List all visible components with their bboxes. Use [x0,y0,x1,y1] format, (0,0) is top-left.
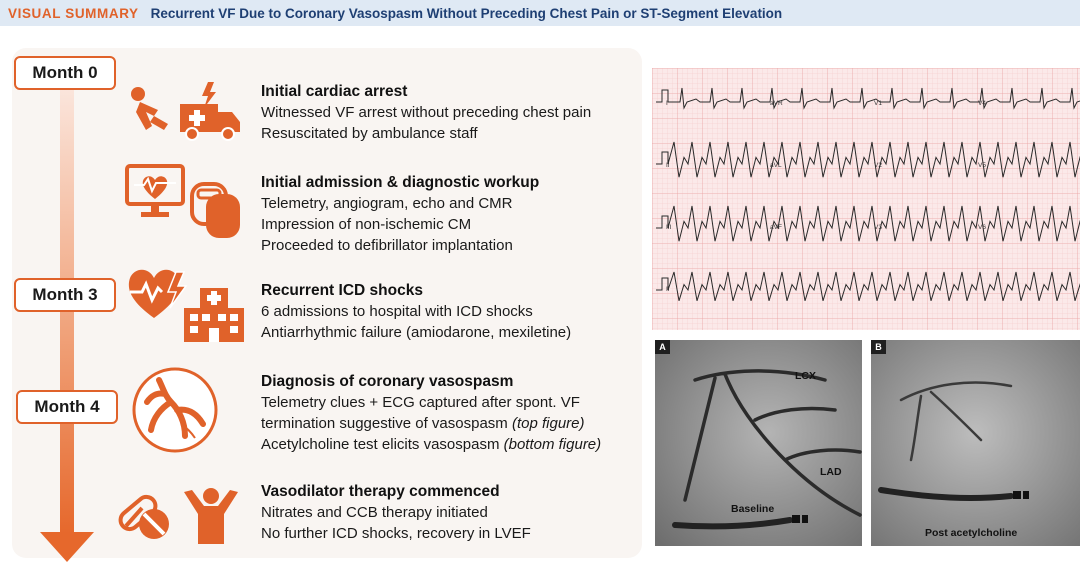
ecg-row-trace [656,87,1080,110]
header-bar: VISUAL SUMMARY Recurrent VF Due to Coron… [0,0,1080,26]
ecg-lead-label: V4 [978,100,986,107]
ecg-lead-label: V3 [874,224,882,231]
event-line: Acetylcholine test elicits vasospasm (bo… [261,436,602,453]
event-heading: Vasodilator therapy commenced [261,483,500,500]
angiogram-b-image [871,340,1080,546]
event-line: termination suggestive of vasospasm (top… [261,415,585,432]
ecg-lead-label: III [666,224,672,231]
ecg-row-trace [656,271,1080,301]
event-line: Proceeded to defibrillator implantation [261,237,513,254]
event-line: Antiarrhythmic failure (amiodarone, mexi… [261,324,572,341]
pills-icon [114,488,176,544]
ecg-lead-label: aVR [770,100,783,107]
event-heading: Diagnosis of coronary vasospasm [261,373,514,390]
event-line: Resuscitated by ambulance staff [261,125,478,142]
recovered-person-icon [178,486,244,546]
event-line: Telemetry clues + ECG captured after spo… [261,394,580,411]
event-initial-cardiac-arrest: Initial cardiac arrest Witnessed VF arre… [261,82,591,144]
post-acetylcholine-label: Post acetylcholine [925,527,1018,539]
ecg-lead-label: V2 [874,162,882,169]
panel-tag-a: A [655,340,670,354]
hospital-icon [182,284,246,344]
heart-monitor-icon [124,163,186,221]
ecg-lead-label: I [666,100,668,107]
event-heading: Recurrent ICD shocks [261,282,423,299]
month-4-label: Month 4 [16,390,118,424]
event-vasodilator-therapy: Vasodilator therapy commenced Nitrates a… [261,482,531,544]
ambulance-icon [178,80,244,142]
event-line: No further ICD shocks, recovery in LVEF [261,525,531,542]
ecg-row-trace [656,141,1080,178]
event-line: Impression of non-ischemic CM [261,216,472,233]
event-line: Nitrates and CCB therapy initiated [261,504,488,521]
defibrillator-device-icon [188,180,244,242]
ecg-row-trace [656,205,1080,242]
event-heading: Initial admission & diagnostic workup [261,174,540,191]
ecg-lead-label: aVF [770,224,782,231]
lad-label: LAD [820,466,842,478]
ecg-lead-label: V5 [978,162,986,169]
ecg-lead-label: V6 [978,224,986,231]
ecg-trace [652,68,1080,330]
event-line: Witnessed VF arrest without preceding ch… [261,104,592,121]
event-initial-admission: Initial admission & diagnostic workup Te… [261,173,539,256]
month-3-label: Month 3 [14,278,116,312]
angiogram-a-image [655,340,862,546]
ecg-lead-label: II [666,162,670,169]
panel-tag-b: B [871,340,886,354]
timeline-panel [12,48,642,558]
event-line: Telemetry, angiogram, echo and CMR [261,195,513,212]
heart-shock-icon [124,262,192,322]
ecg-lead-label: aVL [770,162,782,169]
visual-summary-tag: VISUAL SUMMARY [8,5,139,21]
ecg-lead-label: II [666,286,670,293]
collapsed-person-icon [124,82,179,137]
angiogram-post-acetylcholine: B Post acetylcholine [871,340,1080,546]
coronary-artery-icon [131,366,221,454]
event-heading: Initial cardiac arrest [261,83,408,100]
page-title: Recurrent VF Due to Coronary Vasospasm W… [150,5,783,21]
ecg-lead-label: V1 [874,100,882,107]
month-0-label: Month 0 [14,56,116,90]
event-line: 6 admissions to hospital with ICD shocks [261,303,533,320]
lcx-label: LCX [795,370,816,382]
angiogram-baseline: A LCX LAD Baseline [655,340,862,546]
ecg-figure: I aVR V1 V4 II aVL V2 V5 III aVF V3 V6 I… [652,68,1080,330]
event-recurrent-icd-shocks: Recurrent ICD shocks 6 admissions to hos… [261,281,571,343]
event-diagnosis-vasospasm: Diagnosis of coronary vasospasm Telemetr… [261,372,601,455]
baseline-label: Baseline [731,503,775,515]
timeline-arrow-icon [40,532,94,562]
